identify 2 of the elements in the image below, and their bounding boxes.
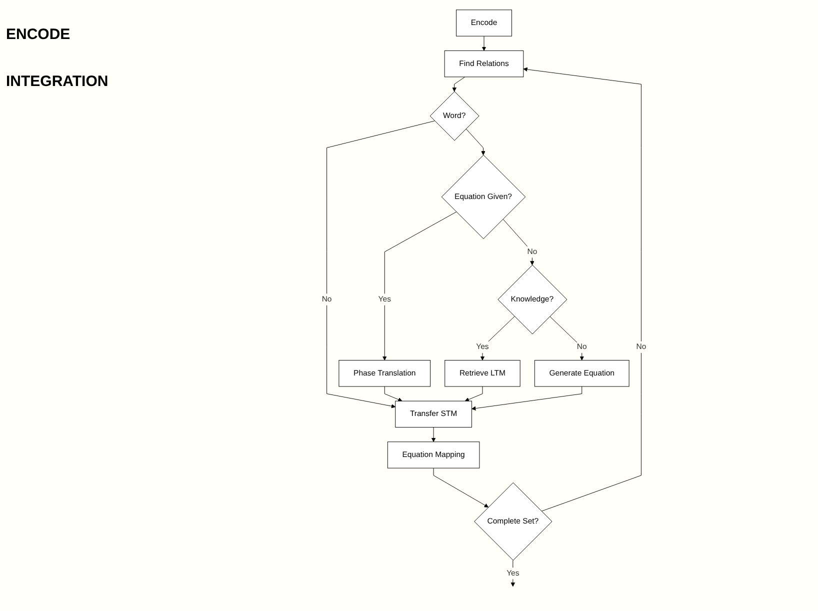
stage-heading: ENCODE [6, 26, 72, 43]
stage-heading: INTEGRATION [6, 73, 110, 90]
